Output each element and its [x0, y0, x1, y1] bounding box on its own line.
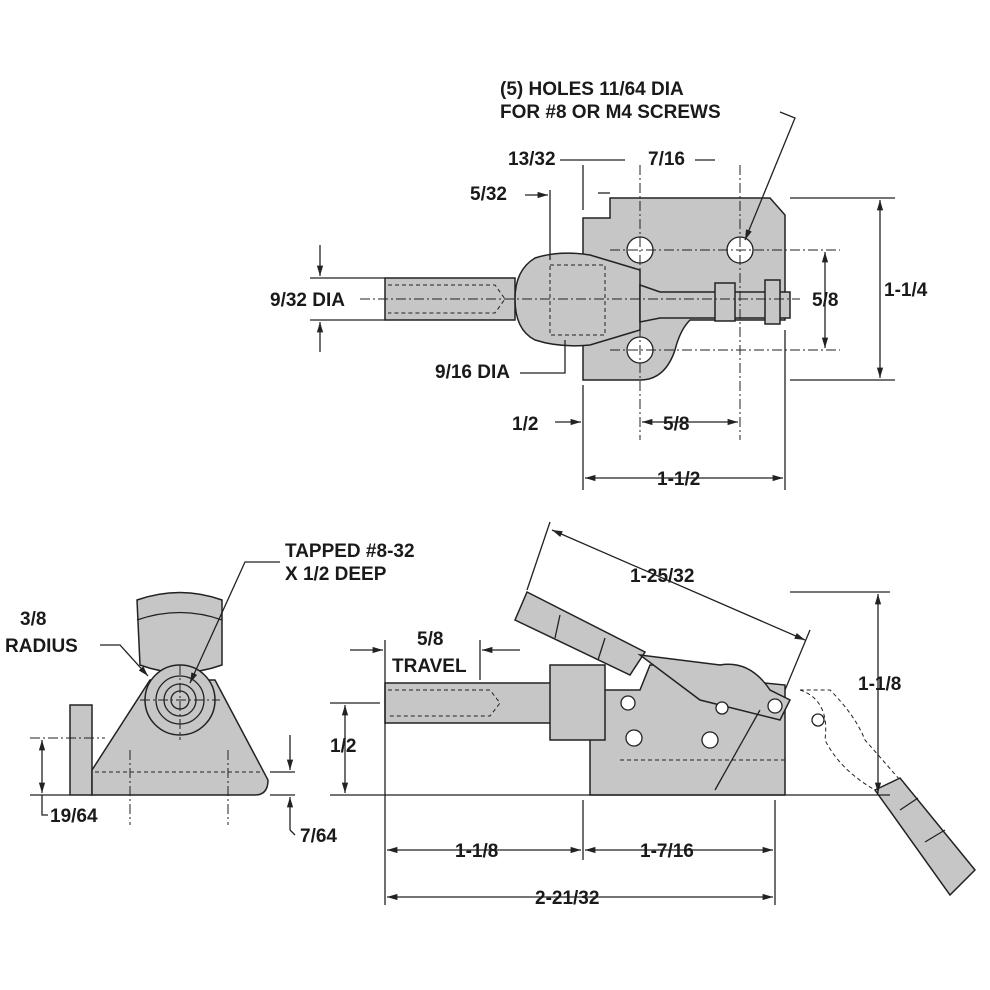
- dim-1-1-2: 1-1/2: [657, 469, 700, 490]
- phantom-handle-grip: [873, 777, 977, 897]
- tapped-note-line2: X 1/2 DEEP: [285, 564, 387, 585]
- dim-9-32-dia: 9/32 DIA: [270, 290, 345, 311]
- dim-9-16-dia: 9/16 DIA: [435, 362, 510, 383]
- dim-1-1-8: 1-1/8: [455, 841, 498, 862]
- tapped-note-line1: TAPPED #8-32: [285, 541, 415, 562]
- radius-note-line2: RADIUS: [5, 636, 78, 657]
- travel-note-line1: 5/8: [417, 629, 443, 650]
- plunger-head-end: [136, 591, 223, 674]
- travel-note-line2: TRAVEL: [392, 656, 467, 677]
- dim-5-8-horizontal: 5/8: [663, 414, 689, 435]
- dim-1-2-side: 1/2: [330, 736, 356, 757]
- plunger-rod-side: [384, 682, 556, 724]
- top-view: (5) HOLES 11/64 DIA FOR #8 OR M4 SCREWS …: [270, 79, 928, 490]
- handle-lever: [514, 590, 647, 676]
- dim-1-1-4: 1-1/4: [884, 280, 928, 301]
- dim-1-1-8-vertical: 1-1/8: [858, 674, 901, 695]
- side-view: 5/8 TRAVEL 1-25/32 1-1/8 1/2 1-1/8 1-7/1…: [330, 521, 977, 909]
- radius-note-line1: 3/8: [20, 609, 46, 630]
- handle-link: [637, 653, 792, 721]
- holes-note-line1: (5) HOLES 11/64 DIA: [500, 79, 684, 100]
- dim-7-16: 7/16: [648, 149, 685, 170]
- dim-7-64: 7/64: [300, 826, 337, 847]
- dim-1-7-16: 1-7/16: [640, 841, 694, 862]
- dim-5-32: 5/32: [470, 184, 507, 205]
- dim-1-25-32: 1-25/32: [630, 566, 694, 587]
- dim-19-64: 19/64: [50, 806, 98, 827]
- front-view: TAPPED #8-32 X 1/2 DEEP 3/8 RADIUS 19/64…: [5, 541, 415, 847]
- dim-13-32: 13/32: [508, 149, 556, 170]
- dim-5-8-vertical: 5/8: [812, 290, 838, 311]
- holes-note-line2: FOR #8 OR M4 SCREWS: [500, 102, 721, 123]
- mounting-tab: [69, 704, 93, 796]
- dim-1-2-top: 1/2: [512, 414, 538, 435]
- plunger-housing: [549, 664, 606, 741]
- dim-2-21-32: 2-21/32: [535, 888, 599, 909]
